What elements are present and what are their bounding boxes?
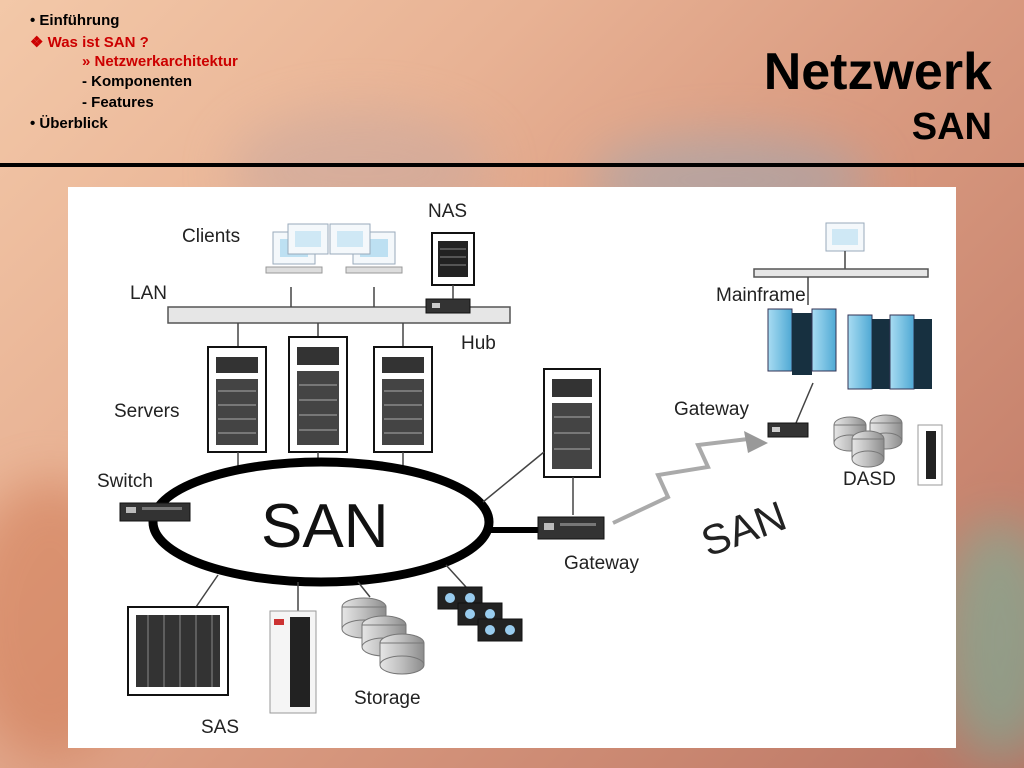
mainframe-icon [767, 308, 932, 390]
gateway-icon [537, 516, 605, 540]
mainframe-bus [753, 268, 929, 278]
san-ring-label: SAN [261, 492, 388, 561]
server-tower-icon [288, 336, 348, 453]
server-tower-icon [373, 346, 433, 453]
nav-item-netzwerkarchitektur[interactable]: » Netzwerkarchitektur [82, 53, 238, 70]
san-remote-label: SAN [695, 492, 792, 566]
mainframe-gateway-icon [767, 422, 809, 438]
network-diagram: SAN SAN [68, 187, 956, 748]
san-ring [148, 457, 494, 587]
nas-label: NAS [428, 201, 467, 222]
arrow-icon [744, 431, 768, 453]
storage-unit-icon [269, 610, 317, 714]
page-title: Netzwerk [763, 43, 992, 101]
mainframe-label: Mainframe [716, 285, 806, 306]
nas-device-icon [425, 232, 475, 314]
nav-item-features[interactable]: - Features [82, 94, 154, 111]
switch-icon [119, 502, 191, 522]
gateway-label: Gateway [564, 553, 639, 574]
client-computer-icon [329, 223, 403, 274]
header-divider [0, 163, 1024, 167]
switch-label: Switch [97, 471, 153, 492]
dasd-icon [833, 414, 903, 468]
hub-label: Hub [461, 333, 496, 354]
dasd-label: DASD [843, 469, 896, 490]
nav-item-ueberblick[interactable]: • Überblick [30, 115, 108, 132]
clients-label: Clients [182, 226, 240, 247]
servers-label: Servers [114, 401, 179, 422]
server-tower-icon [207, 346, 267, 453]
header-bar: • Einführung ❖ Was ist SAN ? » Netzwerka… [0, 0, 1024, 166]
nav-item-komponenten[interactable]: - Komponenten [82, 73, 192, 90]
gateway-server-icon [543, 368, 601, 478]
sas-cabinet-icon [127, 606, 229, 696]
storage-label: Storage [354, 688, 421, 709]
tape-cartridge-icon [437, 586, 523, 642]
nav-item-einfuehrung[interactable]: • Einführung [30, 12, 120, 29]
client-computer-icon [265, 223, 329, 274]
storage-disks-icon [341, 597, 425, 675]
sas-label: SAS [201, 717, 239, 738]
nav-item-was-ist-san[interactable]: ❖ Was ist SAN ? [30, 34, 149, 51]
tape-unit-icon [917, 424, 943, 486]
diagram-svg: SAN SAN [97, 201, 943, 738]
lan-bus [167, 306, 511, 324]
page-subtitle: SAN [911, 106, 992, 148]
remote-gateway-label: Gateway [674, 399, 749, 420]
remote-link [612, 437, 749, 525]
lan-label: LAN [130, 283, 167, 304]
terminal-icon [825, 222, 865, 252]
